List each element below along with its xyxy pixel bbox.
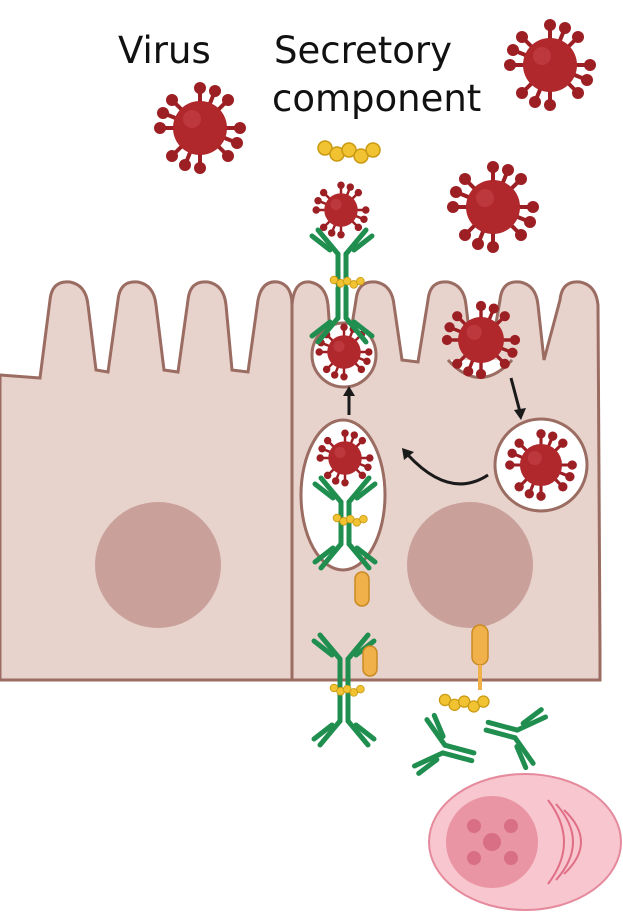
virus-icon	[316, 429, 373, 486]
virus-icon	[504, 19, 596, 111]
virus-icon	[154, 82, 246, 174]
secretory-component-label: Secretory	[274, 32, 452, 69]
secretory-chain	[439, 694, 489, 712]
plasma-cell	[429, 774, 621, 910]
virus-label: Virus	[118, 32, 211, 69]
iga-dimer-free	[413, 697, 547, 786]
pigr-receptor-icon	[355, 572, 369, 606]
virus-icon	[505, 429, 577, 501]
pigr-receptor-icon	[472, 625, 488, 665]
pigr-receptor-icon	[363, 646, 377, 676]
free-secretory-component	[318, 141, 380, 163]
secretory-component-label-line2: component	[272, 80, 481, 117]
right-nucleus	[407, 502, 533, 628]
virus-icon	[447, 161, 539, 253]
left-nucleus	[95, 502, 221, 628]
virus-icon	[442, 301, 520, 379]
